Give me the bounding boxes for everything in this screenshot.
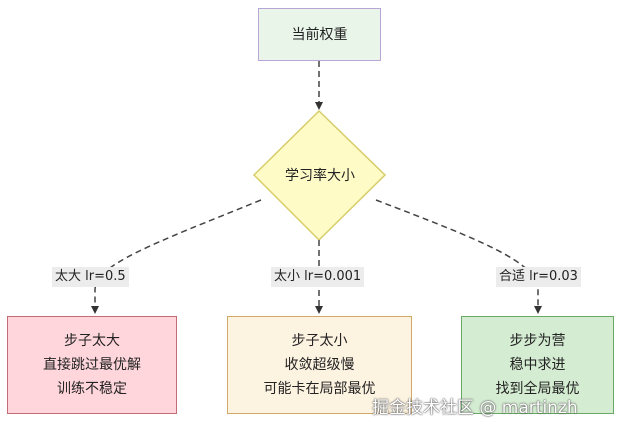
node-line: 步步为营 (509, 333, 566, 349)
watermark: 掘金技术社区 @ martinzh (372, 398, 578, 418)
node-step-just-right: 步步为营 稳中求进 找到全局最优 (461, 316, 614, 414)
node-step-too-large: 步子太大 直接跳过最优解 训练不稳定 (7, 316, 177, 414)
edge-decision-to-good (375, 199, 542, 314)
node-line: 步子太大 (64, 333, 120, 349)
edge-label-small: 太小 lr=0.001 (271, 267, 365, 287)
edge-label-large: 太大 lr=0.5 (52, 267, 129, 287)
node-current-weights-label: 当前权重 (291, 26, 348, 43)
node-line: 稳中求进 (509, 357, 566, 373)
node-learning-rate-label: 学习率大小 (285, 168, 355, 184)
node-line: 收敛超级慢 (284, 357, 355, 373)
node-line: 训练不稳定 (57, 381, 127, 397)
node-step-too-small: 步子太小 收敛超级慢 可能卡在局部最优 (227, 316, 412, 414)
edge-label-good: 合适 lr=0.03 (496, 267, 581, 287)
node-line: 步子太小 (291, 333, 348, 349)
node-line: 可能卡在局部最优 (263, 381, 376, 397)
node-current-weights: 当前权重 (258, 8, 381, 61)
edge-decision-to-large (91, 199, 262, 314)
node-line: 找到全局最优 (495, 381, 580, 397)
node-line: 直接跳过最优解 (43, 357, 141, 373)
